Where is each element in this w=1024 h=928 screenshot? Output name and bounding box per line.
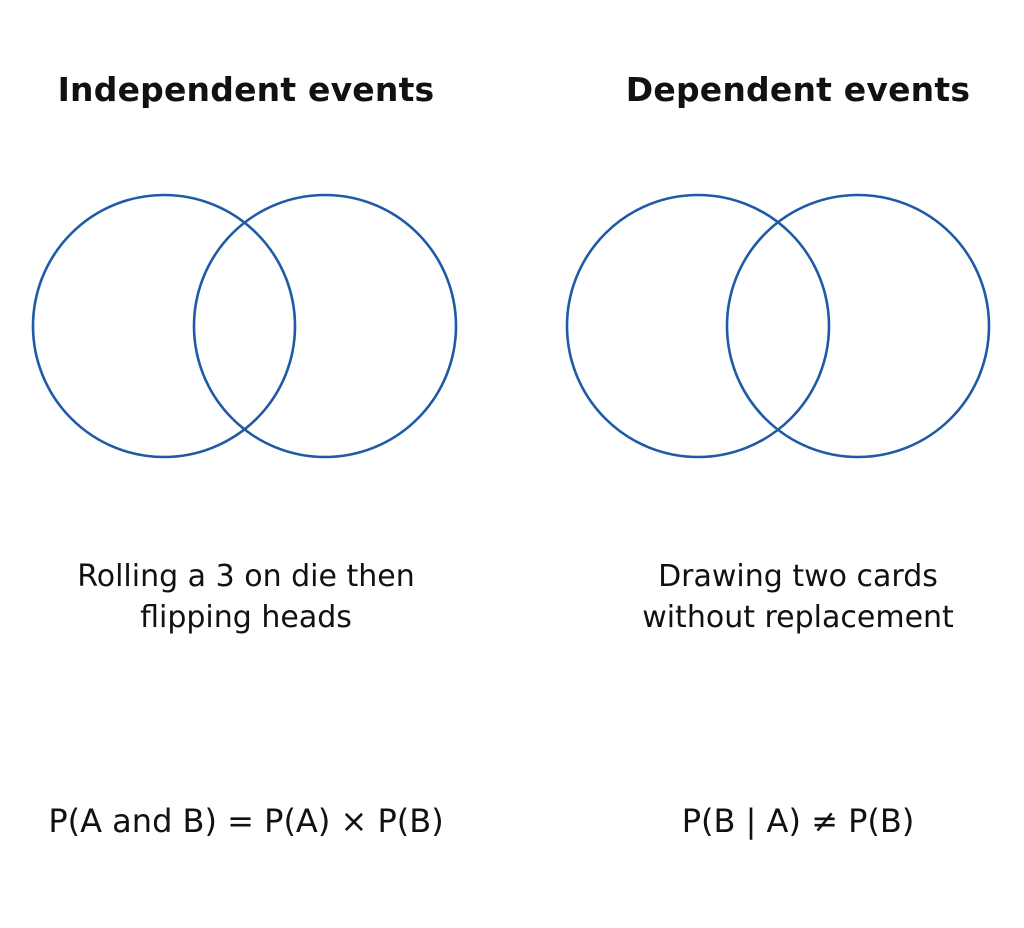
independent-events-title: Independent events: [57, 70, 435, 109]
independent-circle-a: [31, 193, 297, 459]
dependent-events-caption: Drawing two cards without replacement: [542, 556, 1024, 638]
dependent-circle-a: [565, 193, 831, 459]
dependent-events-formula: P(B | A) ≠ P(B): [681, 802, 915, 840]
independent-caption-line2: flipping heads: [140, 600, 352, 635]
dependent-venn-diagram: [565, 193, 991, 459]
dependent-circle-b: [725, 193, 991, 459]
independent-venn-diagram: [31, 193, 458, 459]
dependent-events-panel: Dependent events Drawing two cards witho…: [512, 0, 1024, 928]
independent-events-caption: Rolling a 3 on die then flipping heads: [0, 556, 502, 638]
dependent-caption-line2: without replacement: [642, 600, 954, 635]
independent-events-panel: Independent events Rolling a 3 on die th…: [0, 70, 502, 840]
dependent-caption-line1: Drawing two cards: [658, 559, 938, 594]
independent-circle-b: [192, 193, 458, 459]
dependent-events-title: Dependent events: [625, 70, 971, 109]
independent-events-formula: P(A and B) = P(A) × P(B): [48, 802, 444, 840]
independent-caption-line1: Rolling a 3 on die then: [77, 559, 415, 594]
